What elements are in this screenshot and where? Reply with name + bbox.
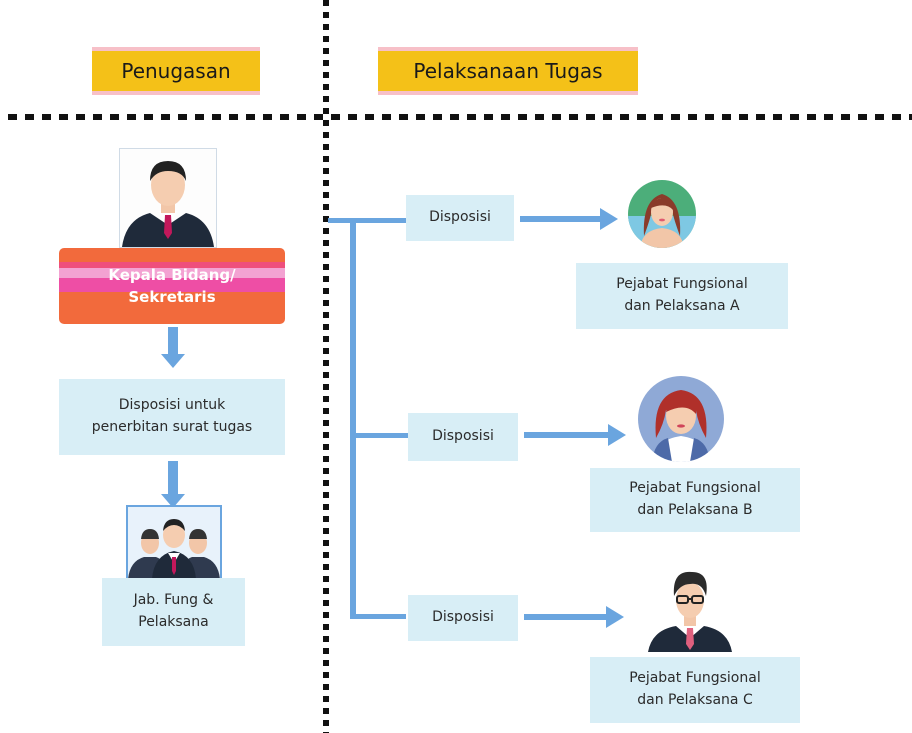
pejabat-b-line-2: dan Pelaksana B: [637, 502, 753, 518]
arrow-right-a-shaft: [520, 216, 602, 222]
role-line-2: Sekretaris: [128, 288, 216, 306]
arrow-down-2-head: [161, 494, 185, 508]
team-jab-fung-box: Jab. Fung & Pelaksana: [102, 578, 245, 646]
disposisi-box-a: Disposisi: [406, 195, 514, 241]
connector-bottom: [350, 614, 406, 619]
arrow-right-b-shaft: [524, 432, 610, 438]
arrow-right-a-head: [600, 208, 618, 230]
pejabat-c-line-1: Pejabat Fungsional: [629, 670, 761, 687]
woman-avatar-icon: [628, 180, 696, 248]
pejabat-box-b: Pejabat Fungsional dan Pelaksana B: [590, 468, 800, 532]
man-glasses-avatar-icon: [648, 566, 732, 652]
disposition-line-1: Disposisi untuk: [118, 397, 226, 414]
team-line-2: Pelaksana: [138, 614, 209, 630]
pejabat-a-line-1: Pejabat Fungsional: [616, 276, 748, 293]
connector-vertical: [350, 220, 356, 617]
header-pelaksanaan-tugas: Pelaksanaan Tugas: [378, 47, 638, 95]
arrow-right-c-shaft: [524, 614, 608, 620]
pejabat-a-line-2: dan Pelaksana A: [624, 298, 740, 314]
arrow-right-c-head: [606, 606, 624, 628]
pejabat-c-line-2: dan Pelaksana C: [637, 692, 753, 708]
pejabat-box-a: Pejabat Fungsional dan Pelaksana A: [576, 263, 788, 329]
vertical-dotted-divider: [323, 0, 329, 733]
disposisi-box-c: Disposisi: [408, 595, 518, 641]
horizontal-dotted-divider: [8, 114, 912, 120]
pejabat-box-c: Pejabat Fungsional dan Pelaksana C: [590, 657, 800, 723]
arrow-down-1-head: [161, 354, 185, 368]
pejabat-b-line-1: Pejabat Fungsional: [629, 480, 761, 497]
team-line-1: Jab. Fung &: [133, 592, 214, 609]
arrow-right-b-head: [608, 424, 626, 446]
team-avatar-icon: [126, 505, 222, 581]
disposition-surat-tugas-box: Disposisi untuk penerbitan surat tugas: [59, 379, 285, 455]
arrow-down-1-shaft: [168, 327, 178, 355]
connector-middle: [350, 433, 408, 438]
arrow-down-2-shaft: [168, 461, 178, 495]
disposisi-box-b: Disposisi: [408, 413, 518, 461]
disposition-line-2: penerbitan surat tugas: [91, 419, 253, 435]
woman-red-hair-avatar-icon: [638, 376, 724, 462]
role-line-1: Kepala Bidang/: [108, 265, 236, 284]
connector-top: [328, 218, 406, 223]
manager-avatar-icon: [119, 148, 217, 248]
role-kepala-bidang-box: Kepala Bidang/ Sekretaris: [59, 248, 285, 324]
header-penugasan: Penugasan: [92, 47, 260, 95]
